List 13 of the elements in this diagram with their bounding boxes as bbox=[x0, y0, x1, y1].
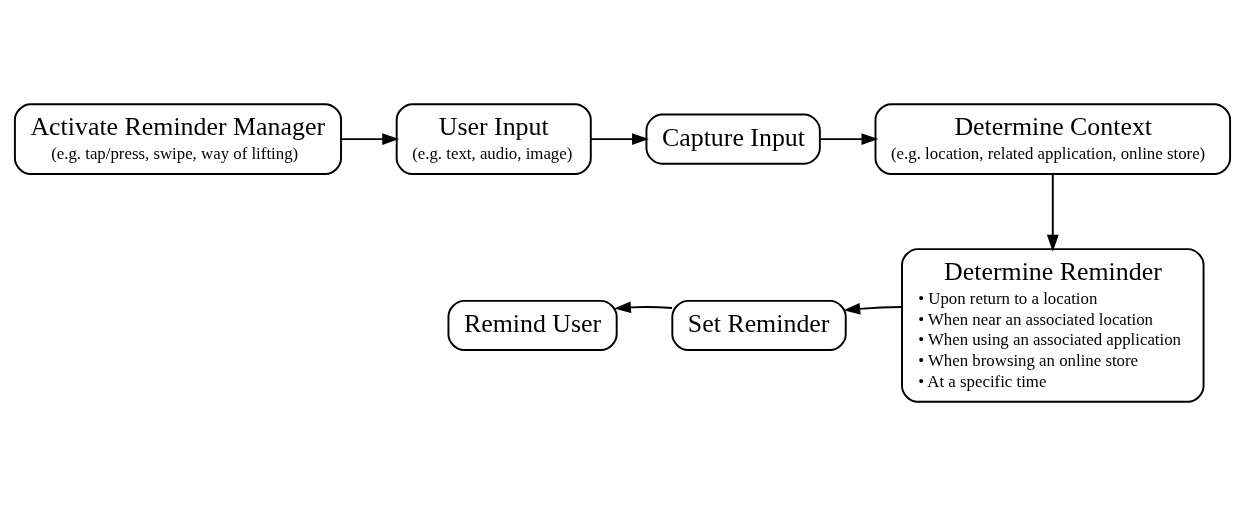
node-box: Activate Reminder Manager (e.g. tap/press, swipe, way of lifting) bbox=[13, 102, 342, 175]
node-box: User Input (e.g. text, audio, image) bbox=[395, 102, 592, 175]
arrow bbox=[614, 300, 673, 313]
arrow bbox=[843, 302, 903, 315]
arrow bbox=[340, 132, 400, 145]
node-box: Set Reminder bbox=[671, 299, 847, 351]
node-box: Determine Reminder • Upon return to a location • When near an associated location • When using an associated application • When browsing an online store • At a specific time bbox=[901, 247, 1205, 403]
arrow bbox=[590, 132, 649, 145]
node-box: Capture Input bbox=[645, 113, 821, 165]
arrow bbox=[818, 132, 879, 145]
arrow bbox=[1046, 172, 1059, 252]
node-box: Determine Context (e.g. location, related application, online store) bbox=[874, 102, 1232, 175]
node-box: Remind User bbox=[447, 299, 618, 351]
